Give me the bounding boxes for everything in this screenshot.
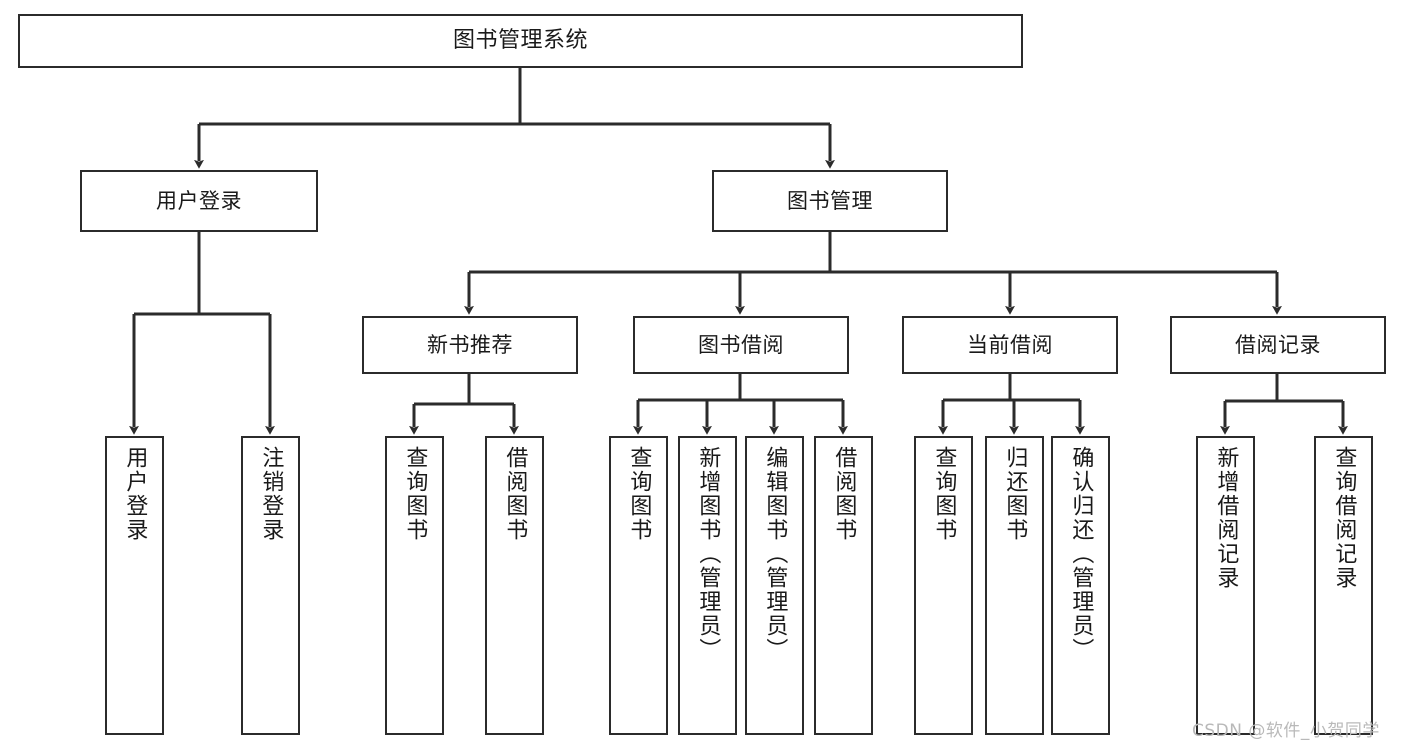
node-label: 当前借阅: [967, 332, 1053, 357]
leaf-current-query-book[interactable]: 查询图书: [914, 436, 973, 735]
node-root-system[interactable]: 图书管理系统: [18, 14, 1023, 68]
node-label: 图书管理系统: [452, 28, 588, 54]
node-label: 确认归还（管理员）: [1068, 446, 1094, 662]
node-label: 借阅图书: [831, 446, 857, 542]
node-label: 借阅图书: [502, 446, 528, 542]
node-current-borrow[interactable]: 当前借阅: [902, 316, 1118, 374]
node-label: 新书推荐: [427, 332, 513, 357]
leaf-borrow-add-book-admin[interactable]: 新增图书（管理员）: [678, 436, 737, 735]
node-label: 查询图书: [626, 446, 652, 542]
node-borrow-records[interactable]: 借阅记录: [1170, 316, 1386, 374]
csdn-watermark: CSDN @软件_小贺同学: [1192, 721, 1380, 741]
leaf-recommend-borrow-book[interactable]: 借阅图书: [485, 436, 544, 735]
node-label: 新增图书（管理员）: [695, 446, 721, 662]
leaf-borrow-borrow-book[interactable]: 借阅图书: [814, 436, 873, 735]
node-label: 编辑图书（管理员）: [762, 446, 788, 662]
node-user-login[interactable]: 用户登录: [80, 170, 318, 232]
node-label: 借阅记录: [1235, 332, 1321, 357]
leaf-current-confirm-return-admin[interactable]: 确认归还（管理员）: [1051, 436, 1110, 735]
node-label: 查询图书: [402, 446, 428, 542]
node-new-book-recommend[interactable]: 新书推荐: [362, 316, 578, 374]
node-label: 图书借阅: [698, 332, 784, 357]
node-book-borrow[interactable]: 图书借阅: [633, 316, 849, 374]
leaf-borrow-query-book[interactable]: 查询图书: [609, 436, 668, 735]
node-label: 用户登录: [156, 188, 242, 213]
node-book-management[interactable]: 图书管理: [712, 170, 948, 232]
node-label: 新增借阅记录: [1213, 446, 1239, 590]
leaf-recommend-query-book[interactable]: 查询图书: [385, 436, 444, 735]
node-label: 查询借阅记录: [1331, 446, 1357, 590]
node-label: 注销登录: [258, 446, 284, 542]
leaf-records-add-record[interactable]: 新增借阅记录: [1196, 436, 1255, 735]
leaf-current-return-book[interactable]: 归还图书: [985, 436, 1044, 735]
leaf-records-query-record[interactable]: 查询借阅记录: [1314, 436, 1373, 735]
leaf-borrow-edit-book-admin[interactable]: 编辑图书（管理员）: [745, 436, 804, 735]
leaf-user-login-login[interactable]: 用户登录: [105, 436, 164, 735]
node-label: 归还图书: [1002, 446, 1028, 542]
node-label: 图书管理: [787, 188, 873, 213]
node-label: 查询图书: [931, 446, 957, 542]
leaf-user-login-logout[interactable]: 注销登录: [241, 436, 300, 735]
node-label: 用户登录: [122, 446, 148, 542]
